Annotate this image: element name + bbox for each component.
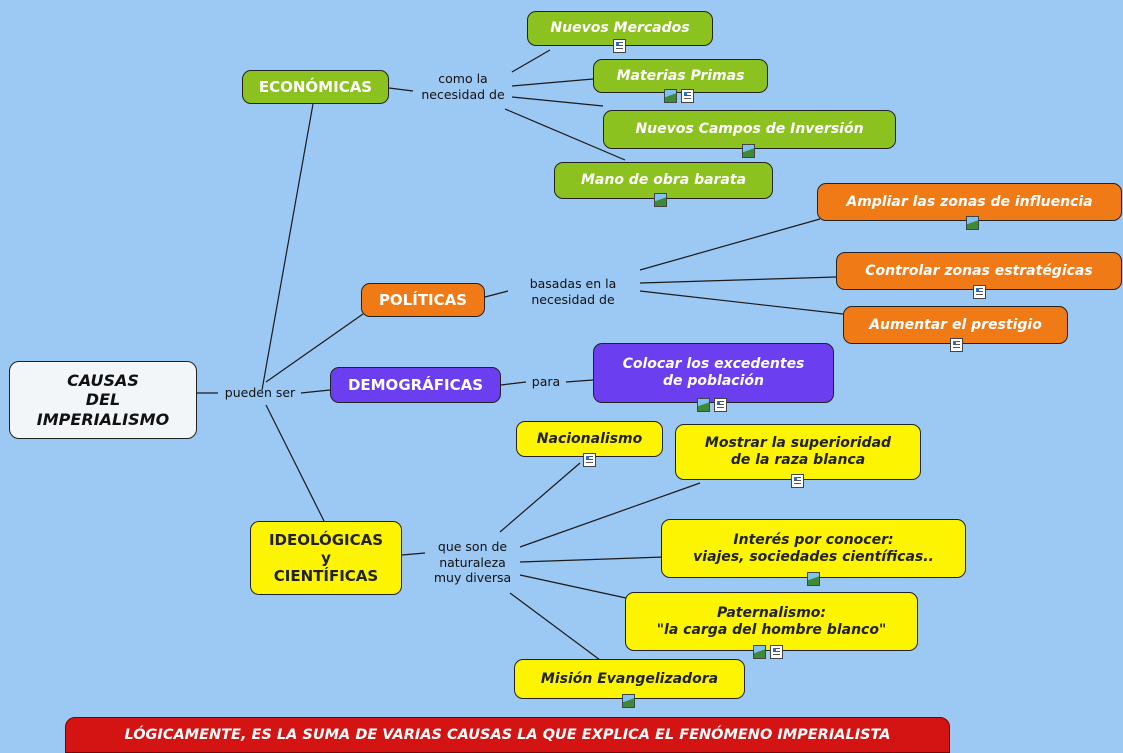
image-icon[interactable] <box>753 645 766 659</box>
connector-line <box>511 78 594 87</box>
image-icon[interactable] <box>664 89 677 103</box>
connector-line <box>265 404 325 522</box>
connector-line <box>261 103 314 391</box>
doc-icon[interactable] <box>770 645 783 659</box>
root-link-label: pueden ser <box>224 385 296 400</box>
doc-icon[interactable] <box>583 453 596 467</box>
doc-icon[interactable] <box>613 39 626 53</box>
image-icon[interactable] <box>697 398 710 412</box>
connector-line <box>509 592 601 661</box>
economicas-link-label: como la necesidad de <box>421 71 505 102</box>
category-demograficas[interactable]: DEMOGRÁFICAS <box>330 367 501 403</box>
doc-icon[interactable] <box>681 89 694 103</box>
leaf-ampliar-zonas[interactable]: Ampliar las zonas de influencia <box>817 183 1122 221</box>
doc-icon[interactable] <box>714 398 727 412</box>
image-icon[interactable] <box>654 193 667 207</box>
politicas-link-label: basadas en la necesidad de <box>529 276 617 307</box>
category-economicas[interactable]: ECONÓMICAS <box>242 70 389 104</box>
footer-conclusion: LÓGICAMENTE, ES LA SUMA DE VARIAS CAUSAS… <box>65 717 950 753</box>
image-icon[interactable] <box>966 216 979 230</box>
connector-line <box>511 49 551 73</box>
leaf-mision-evangelizadora[interactable]: Misión Evangelizadora <box>514 659 745 699</box>
connector-line <box>519 556 665 563</box>
ideologicas-link-label: que son de naturaleza muy diversa <box>433 539 512 586</box>
doc-icon[interactable] <box>950 338 963 352</box>
image-icon[interactable] <box>742 144 755 158</box>
leaf-paternalismo[interactable]: Paternalismo: "la carga del hombre blanc… <box>625 592 918 651</box>
connector-line <box>504 108 626 161</box>
doc-icon[interactable] <box>973 285 986 299</box>
leaf-aumentar-prestigio[interactable]: Aumentar el prestigio <box>843 306 1068 344</box>
category-politicas[interactable]: POLÍTICAS <box>361 283 485 317</box>
leaf-superioridad-raza[interactable]: Mostrar la superioridad de la raza blanc… <box>675 424 921 480</box>
connector-line <box>519 574 627 599</box>
connector-line <box>401 552 426 556</box>
leaf-mano-de-obra[interactable]: Mano de obra barata <box>554 162 773 199</box>
connector-line <box>388 87 414 92</box>
leaf-nacionalismo[interactable]: Nacionalismo <box>516 421 663 457</box>
demograficas-link-label: para <box>531 374 561 389</box>
connector-line <box>519 482 701 548</box>
connector-line <box>484 290 509 298</box>
connector-line <box>639 218 821 271</box>
connector-line <box>639 276 837 284</box>
category-ideologicas[interactable]: IDEOLÓGICAS y CIENTÍFICAS <box>250 521 402 595</box>
connector-line <box>500 381 527 386</box>
connector-line <box>300 389 331 394</box>
doc-icon[interactable] <box>791 474 804 488</box>
leaf-interes-por-conocer[interactable]: Interés por conocer: viajes, sociedades … <box>661 519 966 578</box>
connector-line <box>511 96 604 107</box>
root-node[interactable]: CAUSAS DEL IMPERIALISMO <box>9 361 197 439</box>
image-icon[interactable] <box>807 572 820 586</box>
connector-line <box>639 290 844 315</box>
image-icon[interactable] <box>622 694 635 708</box>
connector-line <box>565 379 594 383</box>
leaf-colocar-excedentes[interactable]: Colocar los excedentes de población <box>593 343 834 403</box>
connector-line <box>499 462 581 533</box>
connector-line <box>265 313 364 383</box>
leaf-materias-primas[interactable]: Materias Primas <box>593 59 768 93</box>
